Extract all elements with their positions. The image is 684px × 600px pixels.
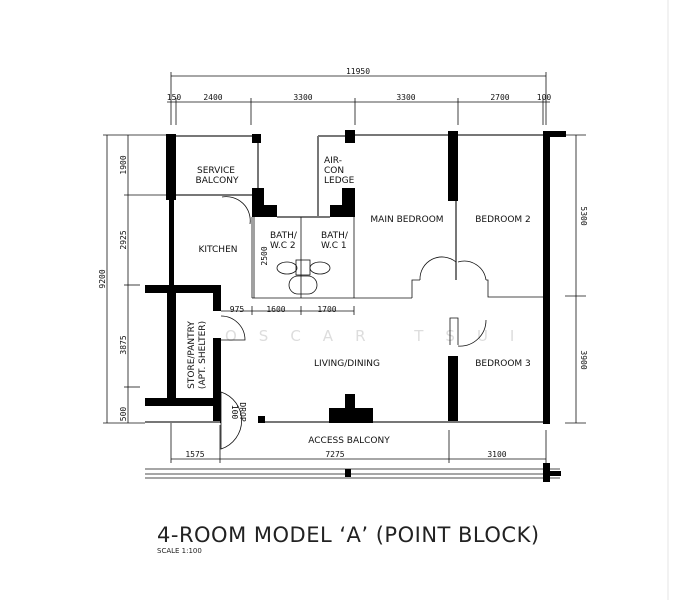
plan-title: 4-ROOM MODEL ‘A’ (POINT BLOCK) bbox=[157, 523, 540, 547]
watermark: OSCAR TSUI bbox=[225, 327, 536, 345]
label-bedroom-3: BEDROOM 3 bbox=[475, 359, 531, 369]
label-main-bedroom: MAIN BEDROOM bbox=[370, 215, 443, 225]
dim-bath-3: 1700 bbox=[317, 305, 336, 314]
dim-bottom-3: 3100 bbox=[487, 450, 506, 459]
access-balcony-railing bbox=[145, 463, 561, 482]
label-service-balcony-1: SERVICE bbox=[197, 166, 235, 176]
label-living-dining: LIVING/DINING bbox=[314, 359, 380, 369]
dim-overall-width: 11950 bbox=[346, 67, 370, 76]
label-bath2-1: BATH/ bbox=[270, 231, 298, 241]
dim-top-6: 100 bbox=[537, 93, 552, 102]
dim-right-1: 5300 bbox=[579, 206, 588, 225]
dim-left-4: 500 bbox=[119, 407, 128, 422]
label-aircon-2: CON bbox=[324, 166, 344, 176]
dim-bottom-2: 7275 bbox=[325, 450, 344, 459]
label-bath1-2: W.C 1 bbox=[321, 241, 347, 251]
dim-bath-depth: 2500 bbox=[260, 246, 269, 265]
dim-top-2: 2400 bbox=[203, 93, 222, 102]
dim-left-3: 3875 bbox=[119, 335, 128, 354]
dim-bath-2: 1600 bbox=[266, 305, 285, 314]
dim-left-overall: 9200 bbox=[98, 269, 107, 288]
dim-left-1: 1900 bbox=[119, 155, 128, 174]
plan-scale: SCALE 1:100 bbox=[157, 547, 202, 555]
label-service-balcony-2: BALCONY bbox=[196, 176, 239, 186]
label-bath1-1: BATH/ bbox=[321, 231, 349, 241]
dim-top-4: 3300 bbox=[396, 93, 415, 102]
dim-left-2: 2925 bbox=[119, 230, 128, 249]
label-store-1: STORE/PANTRY bbox=[187, 321, 197, 389]
label-bedroom-2: BEDROOM 2 bbox=[475, 215, 531, 225]
dim-top-1: 150 bbox=[167, 93, 182, 102]
label-door-drop-1: 100 bbox=[230, 405, 239, 420]
label-door-drop-2: DROP bbox=[238, 402, 247, 421]
dim-top-5: 2700 bbox=[490, 93, 509, 102]
dimension-lines bbox=[103, 72, 586, 463]
dim-bath-1: 975 bbox=[230, 305, 245, 314]
dim-right-2: 3900 bbox=[579, 350, 588, 369]
dim-top-3: 3300 bbox=[293, 93, 312, 102]
label-store-2: (APT. SHELTER) bbox=[198, 321, 208, 389]
label-kitchen: KITCHEN bbox=[199, 245, 238, 255]
bathroom-fixtures bbox=[276, 259, 331, 295]
label-access-balcony: ACCESS BALCONY bbox=[308, 436, 390, 446]
dim-bottom-1: 1575 bbox=[185, 450, 204, 459]
walls bbox=[145, 130, 566, 450]
label-aircon-3: LEDGE bbox=[324, 176, 355, 186]
label-aircon-1: AIR- bbox=[324, 156, 342, 166]
label-bath2-2: W.C 2 bbox=[270, 241, 296, 251]
